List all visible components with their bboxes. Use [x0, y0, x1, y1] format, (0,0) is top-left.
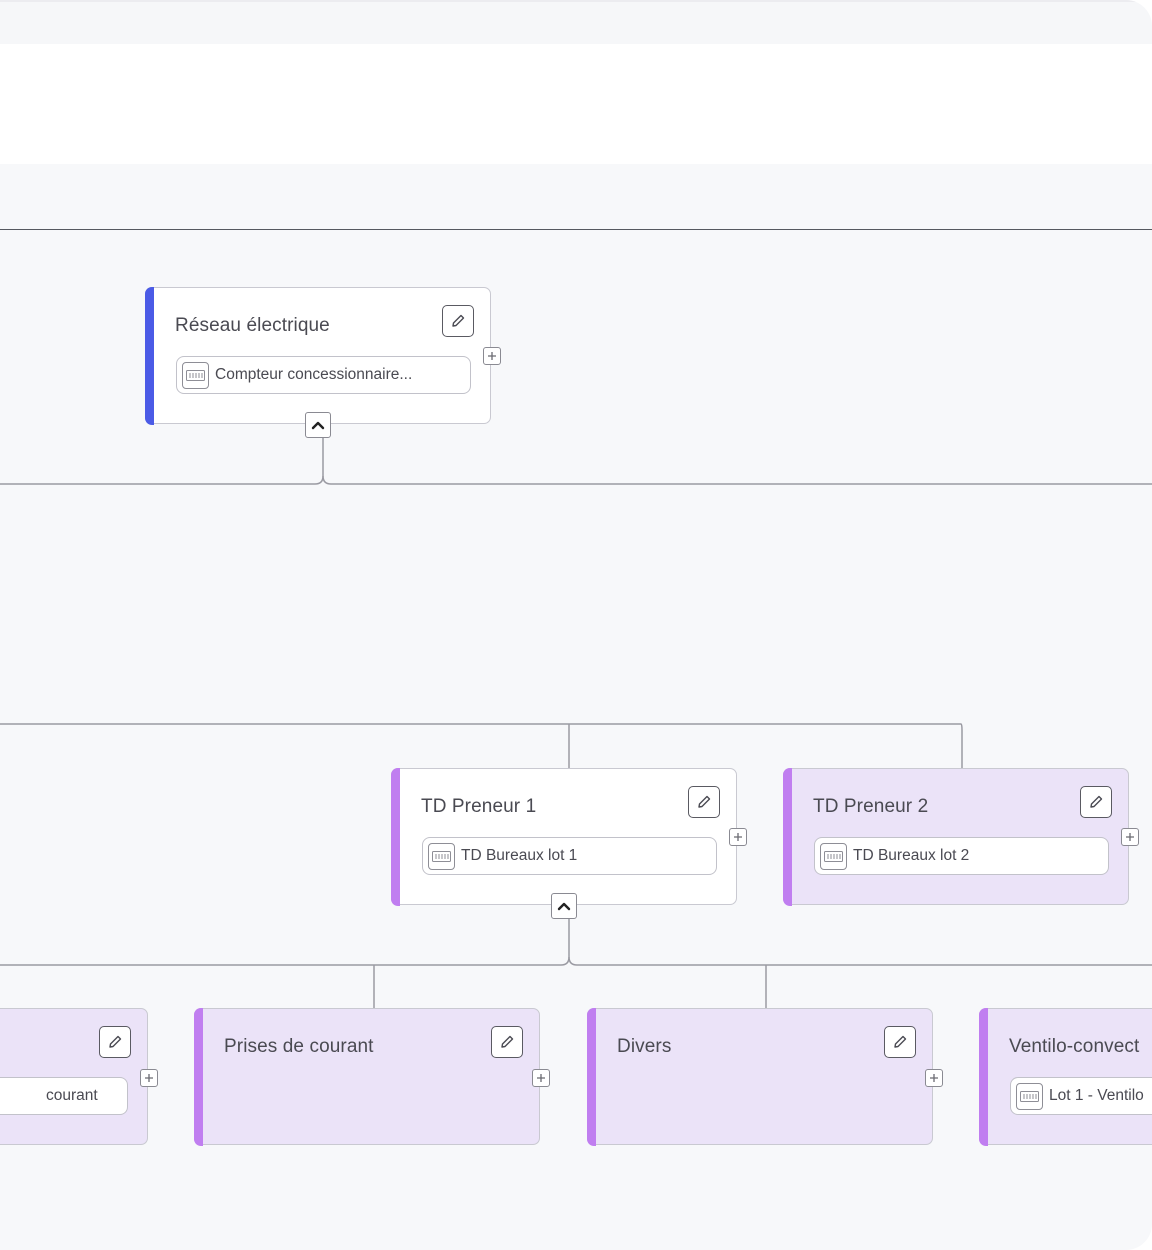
- node-title: TD Preneur 2: [813, 796, 929, 817]
- add-child-button[interactable]: [140, 1069, 158, 1087]
- top-toolbar-strip: [0, 0, 1152, 46]
- meter-chip[interactable]: courant: [0, 1077, 128, 1115]
- plus-icon: [734, 833, 742, 841]
- meter-chip[interactable]: Lot 1 - Ventilo: [1010, 1077, 1152, 1115]
- node-title: Ventilo-convect: [1009, 1036, 1140, 1057]
- pencil-icon: [894, 1035, 907, 1048]
- node-reseau-electrique[interactable]: Réseau électrique Compteur concessionnai…: [144, 286, 491, 425]
- edit-button[interactable]: [688, 786, 720, 818]
- meter-chip[interactable]: Compteur concessionnaire...: [176, 356, 471, 394]
- node-title: Divers: [617, 1036, 672, 1057]
- connector-line: [0, 438, 324, 485]
- node-title: TD Preneur 1: [421, 796, 537, 817]
- pencil-icon: [698, 795, 711, 808]
- edit-button[interactable]: [99, 1026, 131, 1058]
- node-ventilo-convecteurs[interactable]: Ventilo-convect Lot 1 - Ventilo: [978, 1007, 1152, 1146]
- meter-chip[interactable]: TD Bureaux lot 1: [422, 837, 717, 875]
- add-child-button[interactable]: [925, 1069, 943, 1087]
- chevron-up-icon: [311, 421, 325, 430]
- connector-line: [0, 723, 963, 768]
- node-partial-left[interactable]: courant: [0, 1008, 148, 1145]
- edit-button[interactable]: [442, 305, 474, 337]
- connector-line: [0, 919, 570, 966]
- header-area: [0, 44, 1152, 164]
- meter-label: Compteur concessionnaire...: [215, 366, 413, 383]
- node-prises-de-courant[interactable]: Prises de courant: [193, 1007, 540, 1146]
- connector-line: [568, 956, 1152, 966]
- node-accent-bar: [390, 767, 400, 906]
- node-accent-bar: [144, 286, 154, 425]
- edit-button[interactable]: [1080, 786, 1112, 818]
- meter-icon: [1016, 1082, 1043, 1110]
- meter-icon: [428, 842, 455, 870]
- level-divider: [0, 229, 1152, 230]
- meter-label: Lot 1 - Ventilo: [1049, 1087, 1144, 1104]
- plus-icon: [930, 1074, 938, 1082]
- meter-icon: [182, 361, 209, 389]
- plus-icon: [488, 352, 496, 360]
- pencil-icon: [109, 1035, 122, 1048]
- pencil-icon: [1090, 795, 1103, 808]
- pencil-icon: [501, 1035, 514, 1048]
- node-td-preneur-1[interactable]: TD Preneur 1 TD Bureaux lot 1: [390, 767, 737, 906]
- chevron-up-icon: [557, 902, 571, 911]
- meter-label: courant: [46, 1087, 98, 1104]
- meter-label: TD Bureaux lot 1: [461, 847, 578, 864]
- meter-chip[interactable]: TD Bureaux lot 2: [814, 837, 1109, 875]
- meter-icon: [820, 842, 847, 870]
- node-title: Prises de courant: [224, 1036, 374, 1057]
- add-child-button[interactable]: [532, 1069, 550, 1087]
- connector-line: [322, 475, 1152, 485]
- pencil-icon: [452, 314, 465, 327]
- node-accent-bar: [782, 767, 792, 906]
- collapse-button[interactable]: [551, 893, 577, 919]
- edit-button[interactable]: [491, 1026, 523, 1058]
- collapse-button[interactable]: [305, 412, 331, 438]
- node-accent-bar: [978, 1007, 988, 1146]
- add-child-button[interactable]: [729, 828, 747, 846]
- plus-icon: [537, 1074, 545, 1082]
- edit-button[interactable]: [884, 1026, 916, 1058]
- node-divers[interactable]: Divers: [586, 1007, 933, 1146]
- node-td-preneur-2[interactable]: TD Preneur 2 TD Bureaux lot 2: [782, 767, 1129, 906]
- add-child-button[interactable]: [1121, 828, 1139, 846]
- node-accent-bar: [193, 1007, 203, 1146]
- node-title: Réseau électrique: [175, 315, 330, 336]
- plus-icon: [1126, 833, 1134, 841]
- meter-label: TD Bureaux lot 2: [853, 847, 970, 864]
- add-child-button[interactable]: [483, 347, 501, 365]
- node-accent-bar: [586, 1007, 596, 1146]
- plus-icon: [145, 1074, 153, 1082]
